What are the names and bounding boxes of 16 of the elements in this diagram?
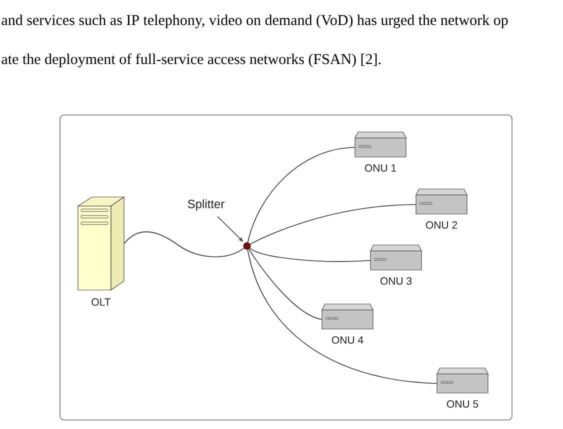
fiber-line [250,248,371,262]
device-label: ONU 2 [426,221,458,229]
fiber-line [250,204,416,245]
device-label: ONU 3 [380,277,412,285]
device-label: ONU 4 [332,336,364,344]
body-text: ate the deployment of full-service access networks (FSAN) [2]. [2,53,381,68]
device-label: ONU 1 [364,164,396,172]
fiber-line [248,248,322,320]
body-text: and services such as IP telephony, video on demand (VoD) has urged the network op [2,14,508,28]
callout-label: Splitter [188,199,224,211]
device-label: OLT [92,298,111,306]
fiber-line [247,249,438,384]
fiber-line [247,147,356,243]
device-label: ONU 5 [446,400,478,408]
fiber-line [124,231,244,258]
splitter-dot [243,242,251,250]
